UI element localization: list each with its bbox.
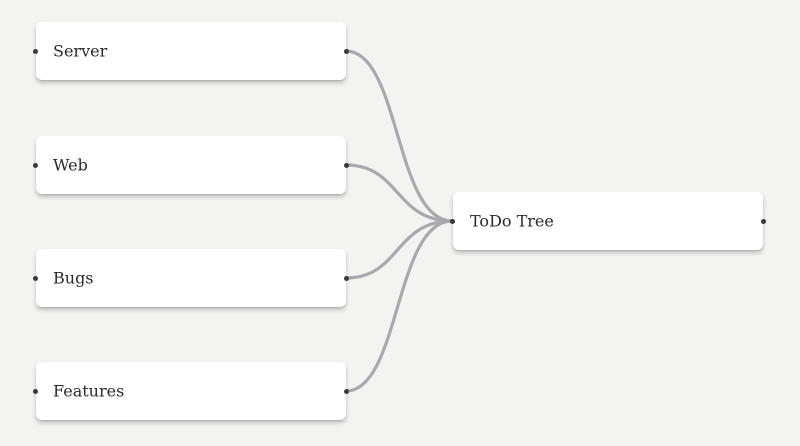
edge-server-to-todo-tree[interactable] bbox=[344, 49, 454, 223]
input-port[interactable] bbox=[450, 218, 455, 224]
node-bugs[interactable]: Bugs bbox=[33, 249, 349, 307]
input-port[interactable] bbox=[33, 275, 38, 281]
node-label: Server bbox=[53, 41, 108, 61]
edge-web-to-todo-tree[interactable] bbox=[344, 163, 454, 223]
output-port[interactable] bbox=[344, 162, 349, 168]
node-label: Features bbox=[53, 381, 125, 401]
input-port[interactable] bbox=[33, 388, 38, 394]
node-label: Web bbox=[53, 155, 88, 175]
output-port[interactable] bbox=[761, 218, 766, 224]
node-todo-tree[interactable]: ToDo Tree bbox=[450, 192, 766, 250]
output-port[interactable] bbox=[344, 388, 349, 394]
input-port[interactable] bbox=[33, 162, 38, 168]
node-label: ToDo Tree bbox=[470, 211, 554, 231]
node-web[interactable]: Web bbox=[33, 136, 349, 194]
node-server[interactable]: Server bbox=[33, 22, 349, 80]
output-port[interactable] bbox=[344, 275, 349, 281]
output-port[interactable] bbox=[344, 48, 349, 54]
edge-bugs-to-todo-tree[interactable] bbox=[344, 219, 454, 280]
input-port[interactable] bbox=[33, 48, 38, 54]
node-features[interactable]: Features bbox=[33, 362, 349, 420]
edge-features-to-todo-tree[interactable] bbox=[344, 219, 454, 393]
node-label: Bugs bbox=[53, 268, 94, 288]
